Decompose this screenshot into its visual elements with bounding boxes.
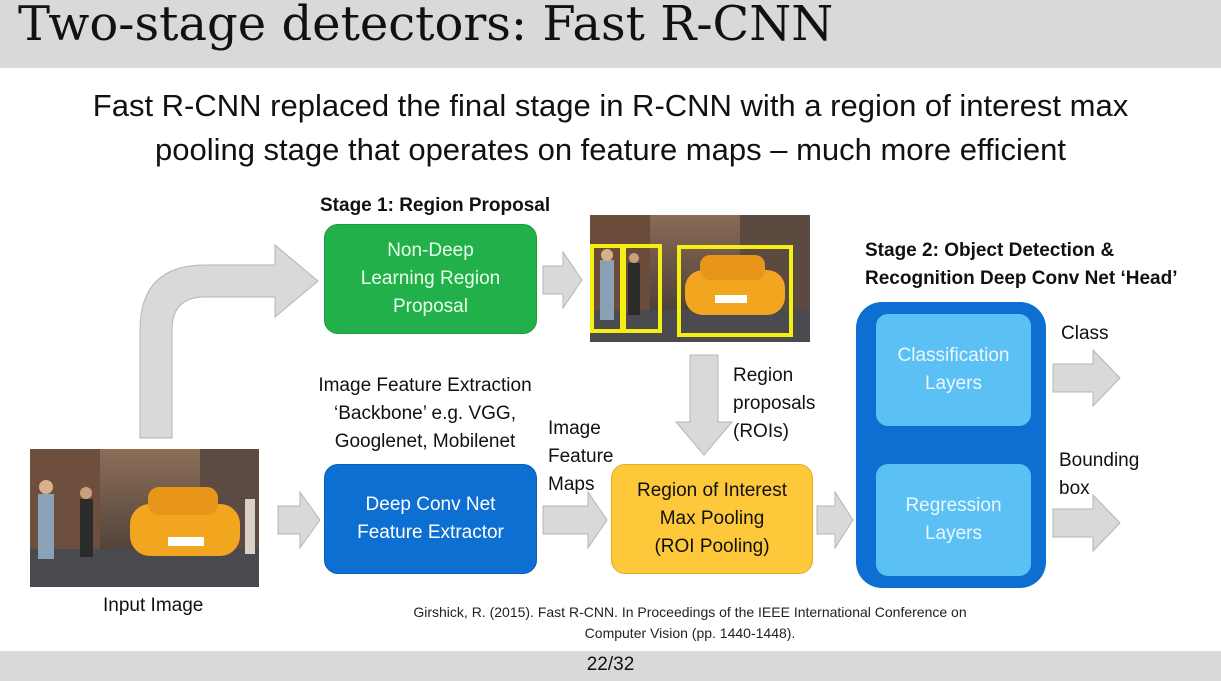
citation-line-1: Girshick, R. (2015). Fast R-CNN. In Proc… [413,604,967,620]
title-bar: Two-stage detectors: Fast R-CNN [0,0,1221,68]
backbone-caption-line-1: Image Feature Extraction [318,375,532,396]
arrow-extractor-to-roi [542,490,608,550]
classification-layers-box: Classification Layers [876,314,1031,426]
class-output-label: Class [1061,323,1109,344]
regression-line-1: Regression [905,495,1002,516]
region-proposal-line-2: Learning Region [360,268,501,289]
roi-pooling-line-2: Max Pooling [659,508,765,529]
feature-maps-line-1: Image [548,418,601,439]
region-proposal-line-1: Non-Deep [387,240,474,261]
arrow-input-to-extractor [277,490,321,550]
feature-maps-line-3: Maps [548,474,595,495]
footer-bar: 22/32 [0,651,1221,681]
page-number: 22/32 [586,654,635,675]
feature-maps-label: Image Feature Maps [548,415,613,499]
stage1-heading: Stage 1: Region Proposal [320,195,551,216]
region-proposals-label: Region proposals (ROIs) [733,362,815,446]
stage2-heading: Stage 2: Object Detection & Recognition … [865,237,1177,293]
classification-line-1: Classification [897,345,1010,366]
detection-head: Classification Layers Regression Layers [856,302,1046,588]
bbox-label-line-2: box [1059,478,1090,499]
subtitle-line-1: Fast R-CNN replaced the final stage in R… [92,88,1129,123]
subtitle-line-2: pooling stage that operates on feature m… [154,132,1067,167]
citation: Girshick, R. (2015). Fast R-CNN. In Proc… [340,602,1040,644]
citation-line-2: Computer Vision (pp. 1440-1448). [584,625,796,641]
curved-arrow-up [139,243,319,439]
street-scene-image [590,215,810,342]
region-proposal-box: Non-Deep Learning Region Proposal [324,224,537,334]
feature-extractor-box: Deep Conv Net Feature Extractor [324,464,537,574]
bbox-label-line-1: Bounding [1059,450,1140,471]
arrow-photo-to-roi [674,354,734,456]
feature-extractor-line-2: Feature Extractor [357,522,504,543]
backbone-caption-line-3: Googlenet, Mobilenet [334,431,516,452]
stage2-heading-line-1: Stage 2: Object Detection & [865,240,1115,261]
roi-pooling-box: Region of Interest Max Pooling (ROI Pool… [611,464,813,574]
regression-layers-box: Regression Layers [876,464,1031,576]
arrow-proposal-to-photo [542,250,583,310]
arrow-bbox-output [1052,493,1121,553]
region-proposal-line-3: Proposal [392,296,468,317]
backbone-caption: Image Feature Extraction ‘Backbone’ e.g.… [305,372,545,456]
region-proposals-line-2: proposals [733,393,816,414]
input-street-scene-image [30,449,259,587]
feature-maps-line-2: Feature [548,446,614,467]
roi-pooling-line-1: Region of Interest [637,480,787,501]
classification-line-2: Layers [924,373,983,394]
feature-extractor-line-1: Deep Conv Net [365,494,496,515]
regression-line-2: Layers [924,523,982,544]
arrow-class-output [1052,348,1121,408]
stage2-heading-line-2: Recognition Deep Conv Net ‘Head’ [865,268,1178,289]
bbox-output-label: Bounding box [1059,447,1139,503]
backbone-caption-line-2: ‘Backbone’ e.g. VGG, [333,403,516,424]
region-proposals-line-1: Region [733,365,794,386]
slide-subtitle: Fast R-CNN replaced the final stage in R… [0,84,1221,172]
arrow-roi-to-head [816,490,854,550]
input-image-label: Input Image [103,595,204,616]
slide-title: Two-stage detectors: Fast R-CNN [18,0,834,52]
region-proposals-line-3: (ROIs) [733,421,789,442]
input-image [30,449,259,587]
proposals-photo [590,215,810,342]
roi-pooling-line-3: (ROI Pooling) [654,536,770,557]
